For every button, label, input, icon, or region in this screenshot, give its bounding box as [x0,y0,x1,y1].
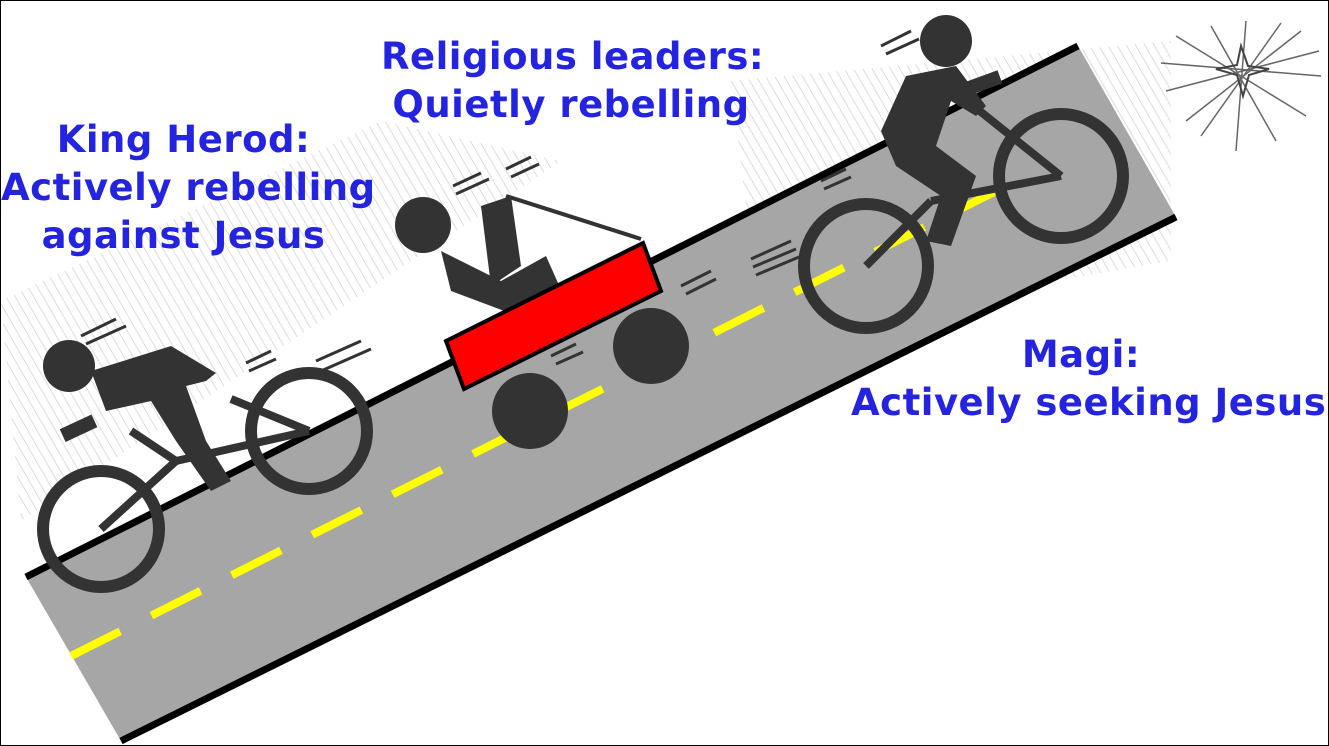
herod-label-line2: Actively rebelling [1,164,366,212]
herod-label: King Herod: Actively rebelling against J… [1,116,366,260]
leaders-label: Religious leaders: Quietly rebelling [381,33,761,129]
magi-label: Magi: Actively seeking Jesus [851,331,1311,427]
herod-label-line1: King Herod: [1,116,366,164]
leaders-label-line2: Quietly rebelling [381,81,761,129]
leaders-label-line1: Religious leaders: [381,33,761,81]
star-icon [1161,21,1321,151]
magi-label-line2: Actively seeking Jesus [851,379,1311,427]
magi-label-line1: Magi: [851,331,1311,379]
herod-label-line3: against Jesus [1,212,366,260]
